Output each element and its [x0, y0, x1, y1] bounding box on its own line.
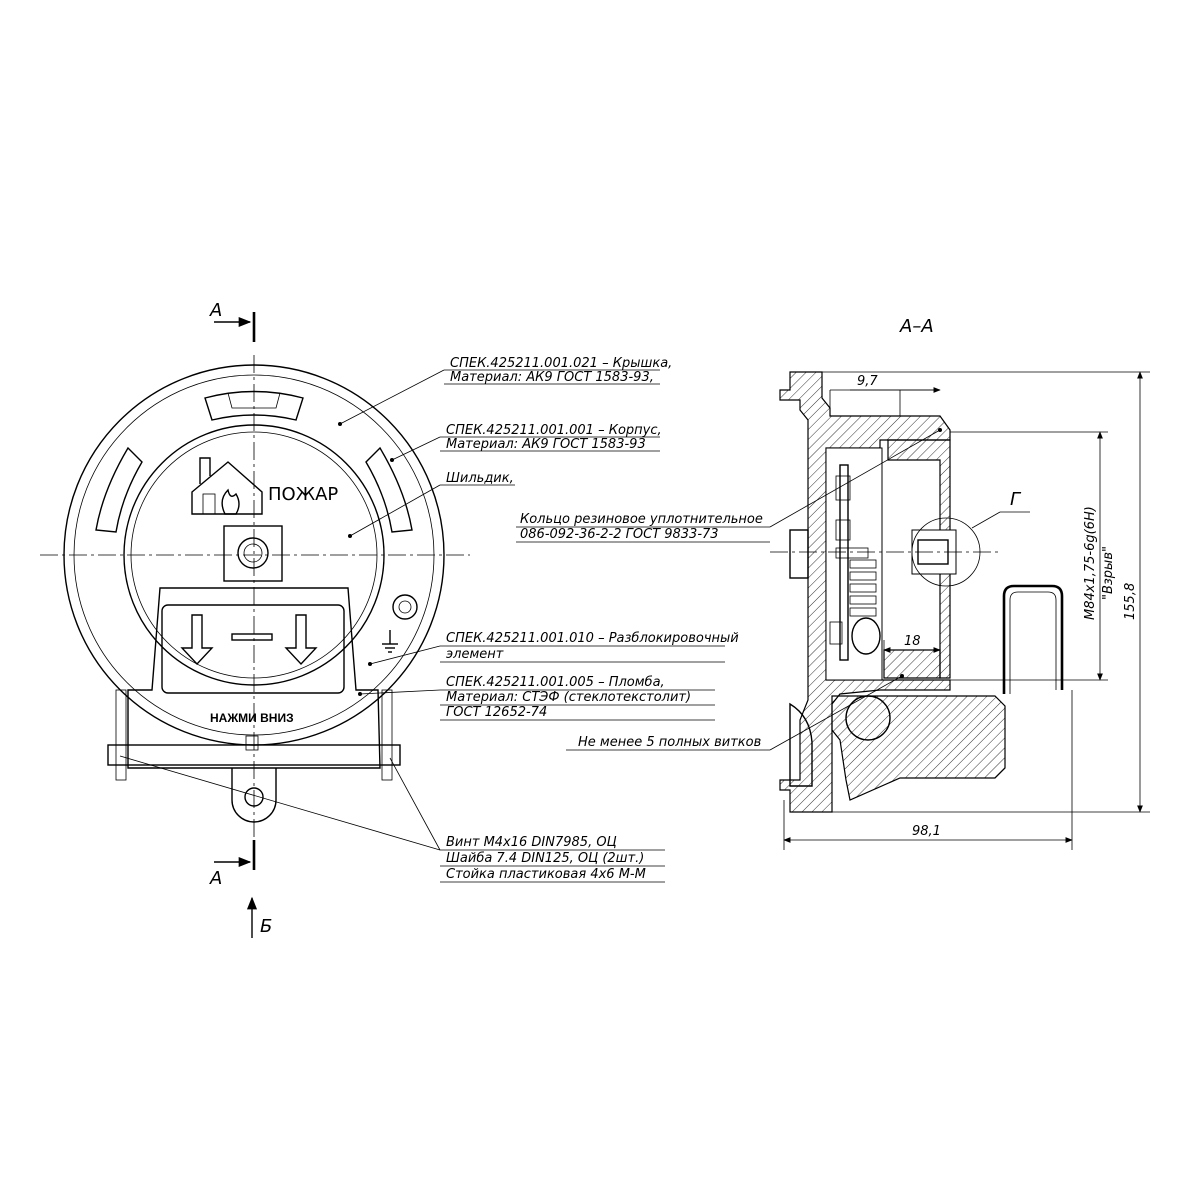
thread-spec: М84х1,75-6g(6H) — [1083, 506, 1098, 620]
pcb-component-1 — [835, 475, 851, 501]
right-post — [381, 689, 393, 781]
section-view: А–А — [770, 316, 1150, 850]
arrow-down-left-icon — [180, 614, 214, 666]
callout-body-line2: Материал: АК9 ГОСТ 1583-93 — [446, 437, 646, 452]
indicator-lens — [243, 543, 263, 563]
pcb-led — [835, 547, 869, 559]
callout-unlock-line1: СПЕК.425211.001.010 – Разблокировочный — [446, 631, 739, 646]
detail-g-letter: Г — [1010, 489, 1022, 510]
housing-section — [779, 371, 951, 813]
fire-label: ПОЖАР — [268, 484, 338, 505]
dimension-155-8: 155,8 — [1123, 583, 1138, 620]
buzzer — [851, 617, 881, 655]
callout-seal-line3: ГОСТ 12652-74 — [446, 705, 547, 720]
callout-seal-line1: СПЕК.425211.001.005 – Пломба, — [446, 675, 665, 690]
unlock-window — [161, 604, 345, 694]
callouts-left: СПЕК.425211.001.021 – Крышка, Материал: … — [119, 356, 739, 883]
section-letter-a-bottom: А — [209, 868, 222, 889]
callout-seal-line2: Материал: СТЭФ (стеклотекстолит) — [446, 690, 691, 705]
pcb-component-3 — [829, 621, 843, 645]
fixing-screw-head — [398, 600, 412, 614]
callouts-right: Кольцо резиновое уплотнительное 086-092-… — [516, 428, 942, 751]
dimension-98-1: 98,1 — [912, 824, 941, 839]
callout-cover-line1: СПЕК.425211.001.021 – Крышка, — [450, 356, 672, 371]
callout-ring-line1: Кольцо резиновое уплотнительное — [520, 512, 763, 527]
side-boss — [789, 529, 809, 579]
section-letter-a-top: А — [209, 300, 222, 321]
section-title: А–А — [899, 316, 934, 337]
cover-thread-section — [883, 649, 941, 679]
flange-lobe-top — [204, 390, 304, 421]
view-b-letter: Б — [260, 916, 272, 937]
spring-section — [845, 695, 891, 741]
callout-screw-line2: Шайба 7.4 DIN125, ОЦ (2шт.) — [446, 851, 644, 866]
dimension-18: 18 — [904, 634, 921, 649]
unlock-element-section — [831, 695, 1006, 801]
pcb-cavity — [825, 447, 883, 681]
indicator-ring — [237, 537, 269, 569]
callout-turns: Не менее 5 полных витков — [578, 735, 761, 750]
callout-screw-line1: Винт M4x16 DIN7985, ОЦ — [446, 835, 617, 850]
flange-lobe-right — [365, 446, 413, 533]
callout-plate: Шильдик, — [446, 471, 514, 486]
spring-bracket — [1002, 584, 1064, 694]
dash-mark — [231, 633, 273, 641]
pcb-terminals — [849, 559, 877, 617]
seal-mark — [245, 735, 259, 751]
screw-head-section — [789, 702, 813, 787]
fire-logo-icon — [191, 457, 263, 515]
front-view: ПОЖАР НАЖМИ ВНИЗ — [40, 300, 470, 938]
fixing-screw — [392, 594, 418, 620]
callout-cover-line2: Материал: АК9 ГОСТ 1583-93, — [450, 370, 654, 385]
dimension-9-7: 9,7 — [857, 374, 878, 389]
press-down-label: НАЖМИ ВНИЗ — [210, 711, 294, 725]
flange-lobe-left — [95, 446, 143, 533]
spring-bracket-inner — [1009, 591, 1057, 694]
pcb-component-2 — [835, 519, 851, 541]
pcb-board — [839, 464, 849, 661]
left-post — [115, 689, 127, 781]
unlock-element-body — [127, 587, 381, 769]
callout-ring-line2: 086-092-36-2-2 ГОСТ 9833-73 — [520, 527, 719, 542]
thread-mark: "Взрыв" — [1101, 546, 1116, 600]
ground-icon — [382, 630, 398, 653]
callout-body-line1: СПЕК.425211.001.001 – Корпус, — [446, 423, 662, 438]
callout-unlock-line2: элемент — [446, 647, 504, 662]
arrow-down-right-icon — [284, 614, 318, 666]
callout-screw-line3: Стойка пластиковая 4х6 М-М — [446, 867, 646, 882]
indicator-block — [223, 525, 283, 582]
